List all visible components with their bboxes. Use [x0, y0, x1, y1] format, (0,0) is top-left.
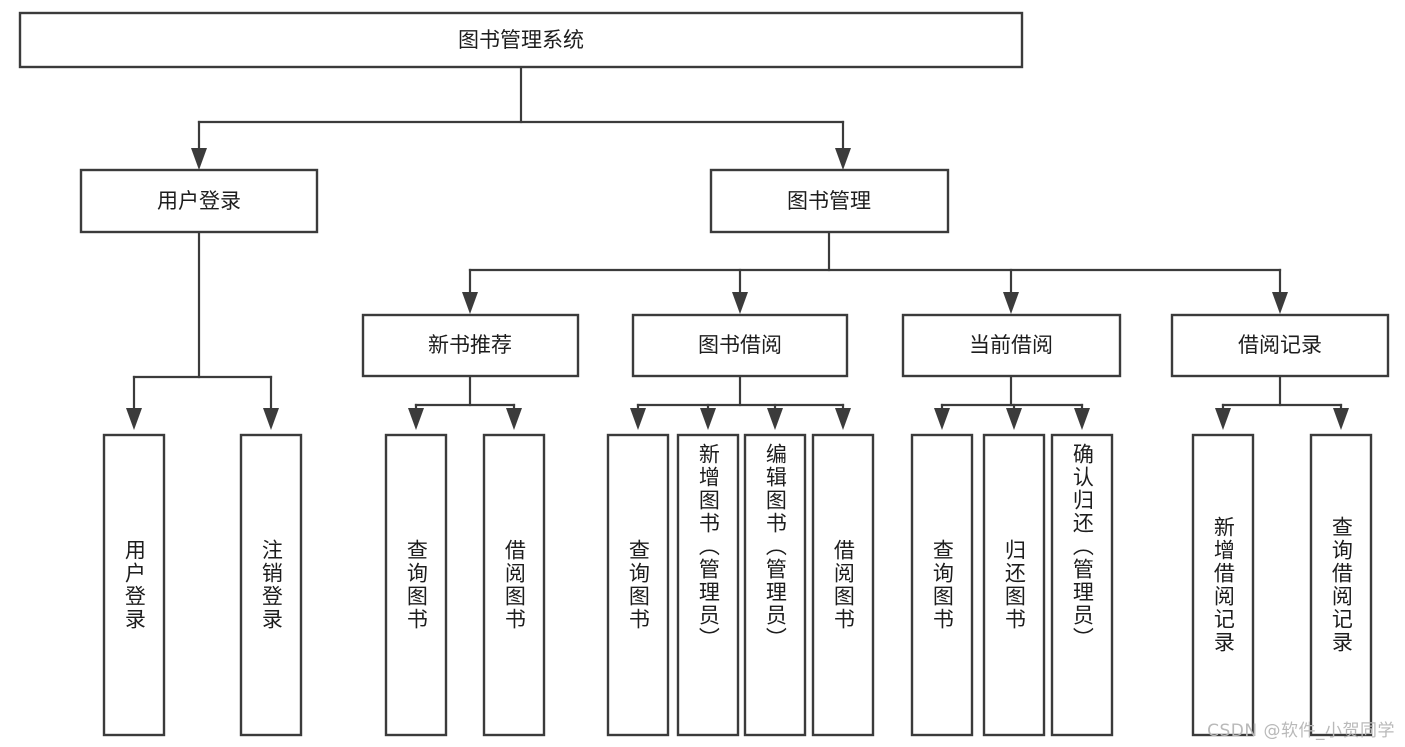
node-new-book-recommend-label: 新书推荐: [428, 333, 512, 357]
leaf-box-user-login[interactable]: [102, 433, 166, 737]
arrow-to-borrow-record: [1272, 292, 1288, 314]
leaf-box-edit-book[interactable]: [743, 433, 807, 737]
leaf-boxes: [102, 433, 1373, 737]
leaf-box-confirm-return[interactable]: [1050, 433, 1114, 737]
arrow-to-leaf-query-book-borrow: [630, 408, 646, 430]
leaf-box-query-book-borrow[interactable]: [606, 433, 670, 737]
leaf-box-add-book[interactable]: [676, 433, 740, 737]
leaf-box-borrow-book-recommend[interactable]: [482, 433, 546, 737]
arrow-to-leaf-query-book-recommend: [408, 408, 424, 430]
leaf-box-query-book-recommend[interactable]: [384, 433, 448, 737]
connector-group-newbook-to-leaves: [408, 374, 522, 430]
arrow-to-leaf-borrow-book-recommend: [506, 408, 522, 430]
arrow-to-leaf-add-borrow-record: [1215, 408, 1231, 430]
arrow-to-leaf-add-book: [700, 408, 716, 430]
node-book-management[interactable]: 图书管理: [709, 168, 950, 234]
arrow-to-user-login: [191, 148, 207, 170]
connector-group-bookmgmt-to-level3: [462, 230, 1288, 314]
arrow-to-leaf-user-login: [126, 408, 142, 430]
node-borrow-record-label: 借阅记录: [1238, 333, 1322, 357]
node-new-book-recommend[interactable]: 新书推荐: [361, 313, 580, 378]
leaf-box-return-book[interactable]: [982, 433, 1046, 737]
connector-group-borrowrecord-to-leaves: [1215, 374, 1349, 430]
node-user-login[interactable]: 用户登录: [79, 168, 319, 234]
connector-group-userlogin-to-leaves: [126, 230, 279, 430]
arrow-to-leaf-query-borrow-record: [1333, 408, 1349, 430]
node-current-borrow[interactable]: 当前借阅: [901, 313, 1122, 378]
node-root[interactable]: 图书管理系统: [18, 11, 1024, 69]
node-book-management-label: 图书管理: [787, 189, 871, 213]
node-borrow-record[interactable]: 借阅记录: [1170, 313, 1390, 378]
csdn-watermark: CSDN @软件_小贺同学: [1207, 721, 1395, 741]
arrow-to-leaf-edit-book: [767, 408, 783, 430]
arrow-to-leaf-logout: [263, 408, 279, 430]
node-user-login-label: 用户登录: [157, 189, 241, 213]
arrow-to-book-management: [835, 148, 851, 170]
node-book-borrow[interactable]: 图书借阅: [631, 313, 849, 378]
connector-group-root-to-level2: [191, 65, 851, 170]
arrow-to-leaf-query-book-current: [934, 408, 950, 430]
connector-group-bookborrow-to-leaves: [630, 374, 851, 430]
node-root-label: 图书管理系统: [458, 28, 584, 52]
leaf-box-logout[interactable]: [239, 433, 303, 737]
node-book-borrow-label: 图书借阅: [698, 333, 782, 357]
leaf-box-query-book-current[interactable]: [910, 433, 974, 737]
arrow-to-leaf-return-book: [1006, 408, 1022, 430]
arrow-to-leaf-borrow-book: [835, 408, 851, 430]
leaf-box-borrow-book[interactable]: [811, 433, 875, 737]
connector-group-currentborrow-to-leaves: [934, 374, 1090, 430]
leaf-box-add-borrow-record[interactable]: [1191, 433, 1255, 737]
leaf-box-query-borrow-record[interactable]: [1309, 433, 1373, 737]
arrow-to-leaf-confirm-return: [1074, 408, 1090, 430]
arrow-to-new-book-recommend: [462, 292, 478, 314]
arrow-to-book-borrow: [732, 292, 748, 314]
arrow-to-current-borrow: [1003, 292, 1019, 314]
node-current-borrow-label: 当前借阅: [969, 333, 1053, 357]
